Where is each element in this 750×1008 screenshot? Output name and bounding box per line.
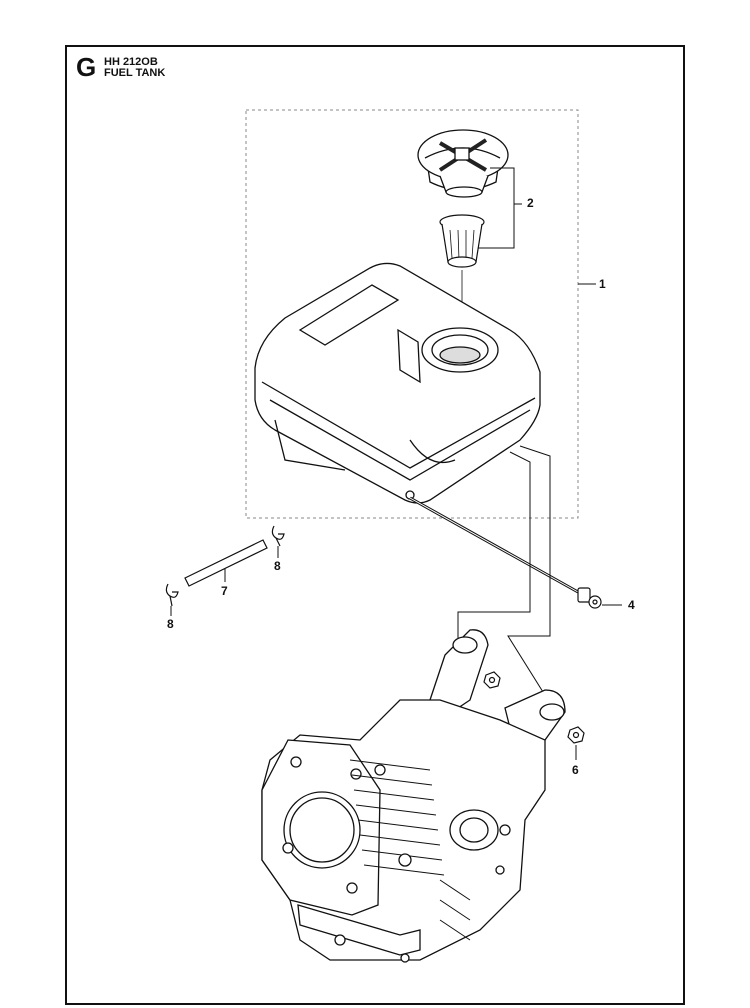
mount-guide-lines xyxy=(457,445,551,701)
callout-1: 1 xyxy=(599,277,606,291)
nut-part-4 xyxy=(577,587,602,609)
callout-2: 2 xyxy=(527,196,534,210)
section-letter: G xyxy=(76,52,97,82)
nut-part-6-left xyxy=(483,671,501,689)
assembly-dashed-box xyxy=(245,109,579,519)
fuel-strainer xyxy=(439,214,485,268)
callout-4: 4 xyxy=(628,598,635,612)
engine-block xyxy=(261,629,566,963)
nut-part-6-right xyxy=(567,726,585,744)
callout-6: 6 xyxy=(572,763,579,777)
fuel-tank xyxy=(254,262,541,504)
callout-7: 7 xyxy=(221,584,228,598)
callout-8-left: 8 xyxy=(167,617,174,631)
diagram-frame xyxy=(65,45,685,1005)
model-number: HH 212OB xyxy=(104,56,158,68)
fuel-cap xyxy=(417,129,509,198)
hose-part-7 xyxy=(184,539,268,587)
callout-8-right: 8 xyxy=(274,559,281,573)
diagram-title: FUEL TANK xyxy=(104,67,166,79)
leader-2 xyxy=(478,167,522,249)
clip-part-8-right xyxy=(271,525,285,547)
clip-part-8-left xyxy=(165,583,179,607)
